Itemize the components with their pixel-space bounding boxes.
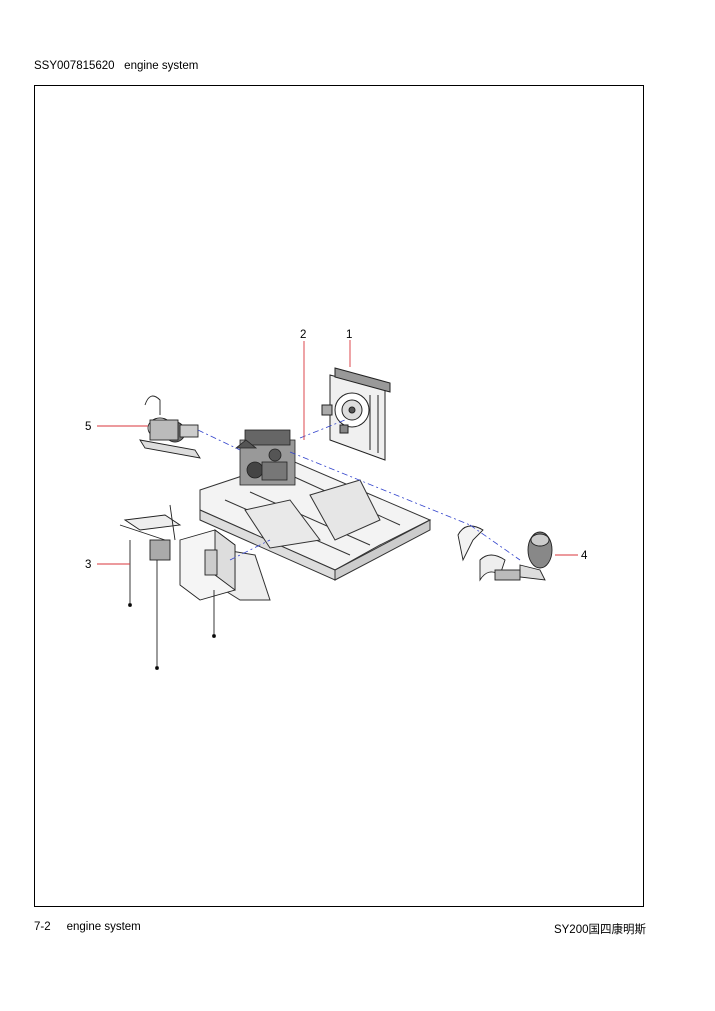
fuel-tank-part — [119, 504, 236, 670]
assembly-lines — [197, 419, 521, 561]
page-footer-left: 7-2 engine system — [34, 921, 141, 933]
callout-3: 3 — [85, 559, 91, 571]
muffler-part — [139, 395, 201, 459]
part-code: SSY007815620 — [34, 60, 115, 72]
page-header: SSY007815620 engine system — [34, 60, 198, 72]
engine-part — [234, 429, 296, 486]
model-label: SY200国四康明斯 — [553, 924, 646, 936]
callout-5: 5 — [85, 421, 91, 433]
callout-4: 4 — [581, 550, 588, 562]
page-number: 7-2 — [34, 921, 51, 933]
chassis-frame — [194, 459, 432, 601]
drawing-frame — [34, 85, 644, 907]
air-filter-part — [457, 525, 553, 582]
callout-2: 2 — [300, 329, 306, 341]
radiator-part — [321, 367, 391, 461]
footer-section: engine system — [66, 921, 141, 933]
header-title: engine system — [124, 60, 199, 72]
callout-leaders — [97, 340, 578, 565]
callout-1: 1 — [346, 329, 352, 341]
